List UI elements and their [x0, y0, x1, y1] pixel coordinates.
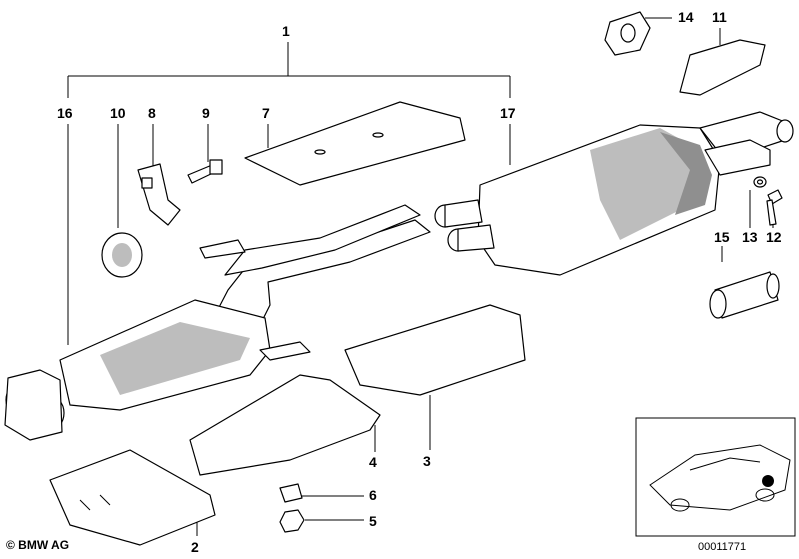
callout-15: 15 [714, 229, 730, 245]
location-marker [762, 475, 774, 487]
callout-2: 2 [191, 539, 199, 555]
gasket-14 [604, 11, 651, 56]
nut-5 [279, 509, 305, 533]
callout-1: 1 [282, 23, 290, 39]
heat-shield-lower-right [344, 304, 526, 396]
callout-3: 3 [423, 453, 431, 469]
callout-9: 9 [202, 105, 210, 121]
heat-shield-lower-left [49, 449, 216, 546]
heat-shield-top [244, 101, 466, 186]
callout-16: 16 [57, 105, 73, 121]
hanger-bracket [679, 39, 766, 96]
front-pipe-catalytic-converter [4, 204, 431, 441]
callout-1-bracket [67, 42, 511, 98]
washer-13 [753, 176, 767, 188]
leader-lines [67, 17, 774, 536]
callout-10: 10 [110, 105, 126, 121]
rear-silencer [434, 111, 794, 276]
callout-7: 7 [262, 105, 270, 121]
copyright-label: © BMW AG [6, 538, 70, 552]
rubber-mount [101, 232, 143, 278]
callout-8: 8 [148, 105, 156, 121]
callout-5: 5 [369, 513, 377, 529]
callout-12: 12 [766, 229, 782, 245]
vehicle-locator-inset [635, 417, 796, 537]
clamp-bracket [137, 163, 181, 226]
callout-6: 6 [369, 487, 377, 503]
callout-13: 13 [742, 229, 758, 245]
callout-14: 14 [678, 9, 694, 25]
callout-4: 4 [369, 454, 377, 470]
tail-pipe-sleeve [709, 271, 780, 319]
document-id: 00011771 [698, 541, 747, 553]
clip-6 [279, 483, 303, 503]
bolt-12 [766, 189, 783, 226]
bolt-9 [187, 159, 223, 184]
callout-17: 17 [500, 105, 516, 121]
heat-shield-middle [189, 374, 381, 476]
callout-11: 11 [712, 9, 727, 25]
